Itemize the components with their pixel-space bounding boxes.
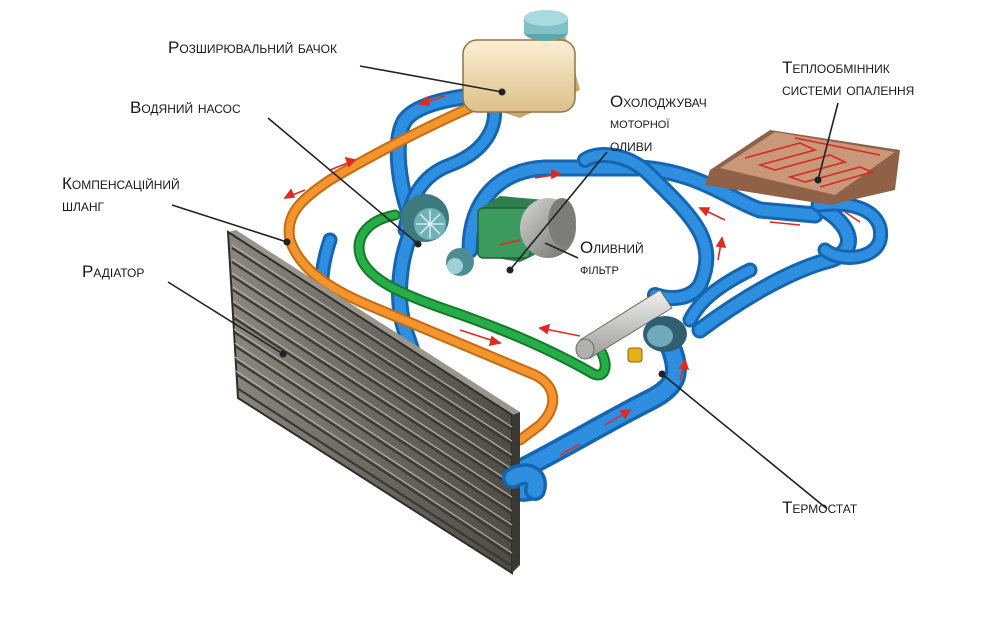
label-oil-filter-line2: фільтр	[580, 261, 619, 278]
expansion-tank	[462, 10, 580, 118]
water-pump	[401, 194, 449, 242]
label-heat-exchanger-line2: системи опалення	[782, 80, 915, 99]
pump-pulley	[446, 248, 474, 276]
radiator	[226, 230, 520, 575]
label-expansion-tank: Розширювальний бачок	[168, 38, 337, 57]
compensation-hose	[283, 89, 559, 446]
label-thermostat: Термостат	[782, 498, 858, 517]
oil-line	[353, 209, 611, 381]
thermostat	[627, 316, 687, 363]
label-oil-cooler-line3: оливи	[610, 136, 653, 155]
label-oil-cooler-line1: Охолоджувач	[610, 92, 707, 111]
label-compensation-hose-line1: Компенсаційний	[62, 174, 180, 193]
heater-core	[705, 130, 900, 205]
leader-lines	[167, 65, 839, 509]
label-compensation-hose-line2: шланг	[62, 196, 105, 215]
flow-arrows	[283, 95, 861, 456]
oil-filter	[520, 198, 576, 258]
label-oil-cooler-line2: моторної	[610, 115, 670, 132]
label-water-pump: Водяний насос	[130, 98, 241, 117]
label-radiator: Радіатор	[82, 262, 145, 281]
label-oil-filter-line1: Оливний	[580, 238, 644, 257]
label-heat-exchanger-line1: Теплообмінник	[782, 58, 890, 77]
bypass-pipe	[575, 289, 673, 360]
